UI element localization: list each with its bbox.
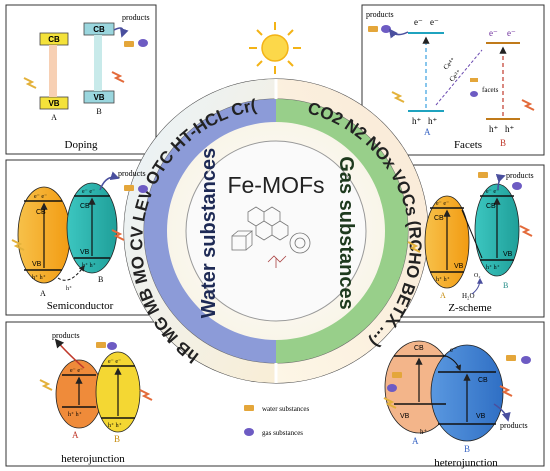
facets-products: products [366, 10, 394, 19]
semiconductor-title: Semiconductor [47, 300, 114, 312]
facets-electron-a1: e⁻ [414, 17, 423, 27]
sun-icon [249, 22, 301, 74]
facets-word: facets [482, 86, 499, 94]
hetero-right-diagram: CB VB CB VB e⁻ h⁺ A B products heterojun… [383, 340, 531, 469]
z-electrons-a: e⁻ e⁻ [436, 201, 449, 207]
hr-vb-a: VB [400, 413, 410, 420]
facets-label-b: B [500, 138, 506, 148]
doping-cb-a: CB [48, 35, 60, 44]
facets-electron-b1: e⁻ [489, 28, 498, 38]
doping-vb-b: VB [93, 93, 104, 102]
semi-electrons-b: e⁻ e⁻ [82, 189, 95, 195]
semi-vb-b: VB [80, 249, 90, 256]
doping-label-a: A [51, 113, 57, 122]
hl-holes-b: h⁺ h⁺ [108, 422, 122, 429]
legend: water substances gas substances [244, 405, 310, 437]
facets-hole-a2: h⁺ [428, 116, 438, 126]
facets-hole-b1: h⁺ [489, 124, 499, 134]
light-icon [23, 77, 37, 89]
z-cb-a: CB [434, 215, 444, 222]
facets-hole-a1: h⁺ [412, 116, 422, 126]
semiconductor-diagram: CB VB CB VB e⁻ e⁻ e⁻ e⁻ h⁺ h⁺ h⁺ h⁺ h⁺ A… [11, 169, 148, 312]
hl-electrons-b: e⁻ e⁻ [108, 359, 121, 365]
semi-vb-a: VB [32, 261, 42, 268]
facets-title: Facets [454, 139, 482, 151]
doping-title: Doping [65, 139, 99, 151]
center-title: Fe-MOFs [227, 172, 324, 198]
doping-products: products [122, 13, 150, 22]
facets-hole-b2: h⁺ [505, 124, 515, 134]
gas-ring [276, 99, 408, 363]
semi-cb-b: CB [80, 203, 90, 210]
z-label-a: A [440, 291, 446, 300]
hr-label-a: A [412, 436, 419, 446]
hr-electron: e⁻ [450, 346, 457, 354]
z-electrons-b: e⁻ e⁻ [486, 189, 499, 195]
light-icon-2 [111, 71, 125, 83]
z-water: H₂O [462, 292, 475, 300]
z-products: products [506, 171, 534, 180]
semi-electrons-a: e⁻ e⁻ [34, 194, 47, 200]
doping-label-b: B [96, 107, 101, 116]
hl-electrons-a: e⁻ e⁻ [70, 368, 83, 374]
water-molecule-icon [124, 41, 134, 47]
doping-panel [5, 4, 157, 155]
hl-products: products [52, 331, 80, 340]
hl-label-b: B [114, 434, 120, 444]
semi-label-b: B [98, 275, 103, 284]
hr-vb-b: VB [476, 413, 486, 420]
legend-water-label: water substances [262, 405, 310, 413]
doping-vb-a: VB [48, 99, 59, 108]
gas-molecule-icon [138, 39, 148, 47]
zscheme-diagram: CB VB CB VB e⁻ e⁻ e⁻ e⁻ h⁺ h⁺ h⁺ h⁺ O₂ H… [407, 171, 534, 314]
z-holes-a: h⁺ h⁺ [436, 276, 450, 283]
hr-cb-b: CB [478, 377, 488, 384]
semi-products: products [118, 169, 146, 178]
legend-gas-icon [244, 428, 254, 436]
legend-water-icon [244, 405, 254, 411]
inner-circle [185, 140, 367, 322]
facets-electron-a2: e⁻ [430, 17, 439, 27]
hr-products: products [500, 421, 528, 430]
gas-substances-title: Gas substances [335, 156, 357, 309]
hetero-right-title: heterojunction [434, 457, 498, 469]
hetero-left-diagram: e⁻ e⁻ e⁻ e⁻ h⁺ h⁺ h⁺ h⁺ A B products het… [39, 331, 153, 465]
mof-structure-icon [231, 206, 311, 268]
water-substances-title: Water substances [198, 148, 220, 318]
hr-hole: h⁺ [420, 428, 428, 436]
z-vb-a: VB [454, 263, 464, 270]
z-holes-b: h⁺ h⁺ [486, 264, 500, 271]
semi-cb-a: CB [36, 209, 46, 216]
hr-label-b: B [464, 444, 470, 454]
z-label-b: B [503, 281, 508, 290]
zscheme-title: Z-scheme [448, 302, 491, 314]
right-outer-ring [276, 79, 428, 383]
semi-hole-transfer: h⁺ [66, 285, 72, 292]
hr-cb-a: CB [414, 345, 424, 352]
z-vb-b: VB [503, 251, 513, 258]
semi-holes-b: h⁺ h⁺ [82, 262, 96, 269]
semi-label-a: A [40, 289, 46, 298]
doping-cb-b: CB [93, 25, 105, 34]
z-cb-b: CB [486, 203, 496, 210]
water-ring [144, 99, 276, 363]
semi-holes-a: h⁺ h⁺ [32, 274, 46, 281]
hl-label-a: A [72, 430, 79, 440]
legend-gas-label: gas substances [262, 429, 303, 437]
hetero-left-title: heterojunction [61, 453, 125, 465]
facets-electron-b2: e⁻ [507, 28, 516, 38]
facets-label-a: A [424, 127, 431, 137]
hl-holes-a: h⁺ h⁺ [68, 411, 82, 418]
z-oxygen: O₂ [474, 273, 480, 279]
left-outer-ring [124, 79, 276, 383]
doping-diagram: CB VB CB VB A B products Doping [23, 13, 150, 151]
